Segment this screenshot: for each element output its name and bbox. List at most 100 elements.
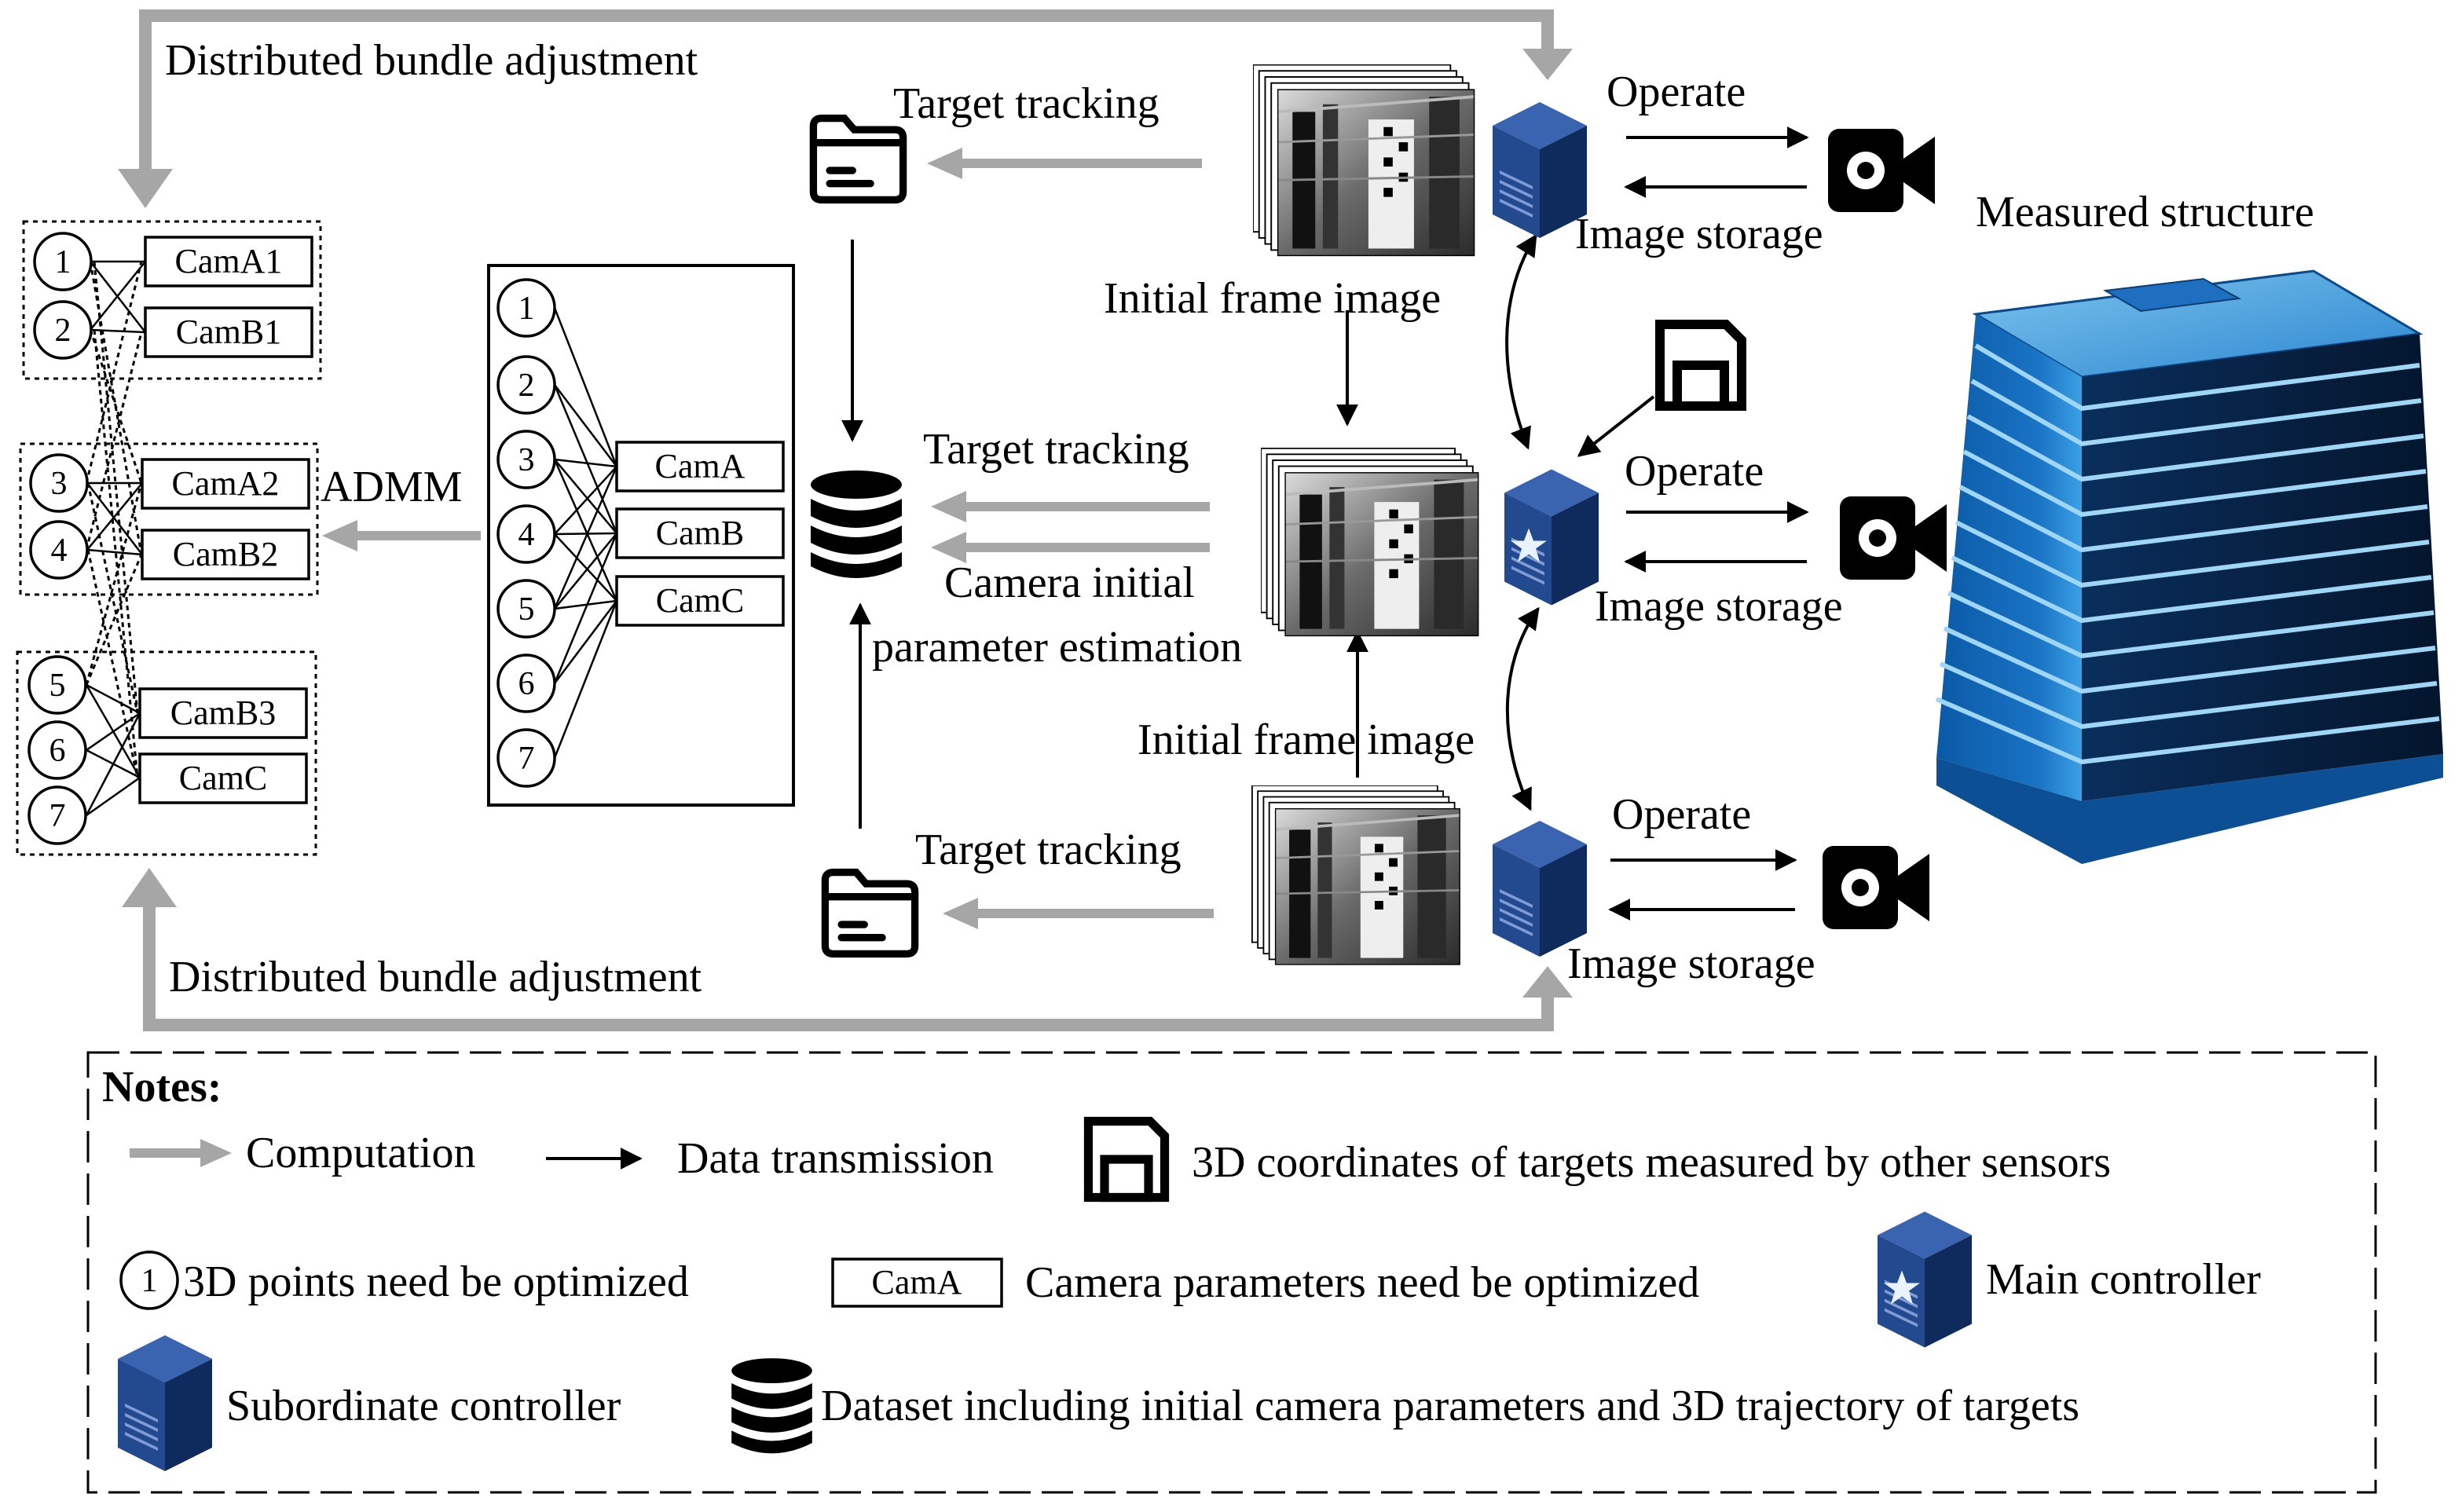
database-icon xyxy=(811,470,902,578)
cluster-1-points: 1 2 xyxy=(33,232,93,360)
point-marker xyxy=(27,785,87,845)
tt-top-label: Target tracking xyxy=(893,79,1160,128)
point-marker xyxy=(27,655,87,715)
cam-init-label-1: Camera initial xyxy=(944,558,1195,607)
computation-arrows xyxy=(118,9,1573,1031)
central-graph: 1 2 3 4 5 6 7 CamA CamB CamC xyxy=(487,264,795,807)
cam-box xyxy=(141,458,310,510)
cam-init-label-2: parameter estimation xyxy=(872,623,1242,672)
notes-box xyxy=(86,1051,2377,1494)
coords-legend-label: 3D coordinates of targets measured by ot… xyxy=(1192,1138,2111,1187)
point-label: 7 xyxy=(49,798,66,834)
diagram-labels: Distributed bundle adjustment Distribute… xyxy=(165,36,2314,1001)
point-label: 7 xyxy=(518,741,535,777)
point-marker xyxy=(496,579,556,639)
dba-top-arrow-head-right xyxy=(1522,49,1573,80)
point-label: 3 xyxy=(51,466,68,502)
point-marker xyxy=(496,728,556,788)
dba-top-arrow xyxy=(139,9,1554,181)
points-legend-label: 3D points need be optimized xyxy=(183,1258,689,1306)
cam-label: CamA1 xyxy=(175,242,283,280)
sub-legend-label: Subordinate controller xyxy=(226,1382,621,1430)
cam-box xyxy=(615,507,785,559)
dataset-legend-label: Dataset including initial camera paramet… xyxy=(821,1382,2079,1430)
cam-box xyxy=(138,752,308,804)
point-marker xyxy=(29,453,89,513)
cluster-3-points: 5 6 7 xyxy=(27,655,87,845)
point-label: 5 xyxy=(49,668,66,704)
point-label: 1 xyxy=(55,244,71,280)
photo-stack-mid xyxy=(1261,448,1478,636)
point-label: 4 xyxy=(51,533,68,569)
point-marker xyxy=(29,520,89,580)
central-cams: CamA CamB CamC xyxy=(615,441,785,627)
dba-bottom-arrow-head-up-right xyxy=(1522,966,1573,998)
point-label: 4 xyxy=(518,517,535,553)
cluster-3-box xyxy=(16,650,317,856)
folder-icon xyxy=(825,873,914,954)
storage-label-3: Image storage xyxy=(1567,939,1815,988)
camera-icon xyxy=(1840,496,1947,580)
cam-legend-symbol: CamA xyxy=(872,1263,962,1301)
ifi-bottom-label: Initial frame image xyxy=(1138,716,1475,764)
cam-box xyxy=(144,306,313,358)
cluster-2-cams: CamA2 CamB2 xyxy=(141,458,310,580)
subordinate-controller-icon xyxy=(1493,102,1587,238)
point-legend-marker xyxy=(119,1250,179,1310)
ifi-top-label: Initial frame image xyxy=(1104,274,1441,323)
subordinate-controller-icon xyxy=(1493,821,1587,957)
storage-label-2: Image storage xyxy=(1595,582,1843,631)
dba-bottom-label: Distributed bundle adjustment xyxy=(169,953,702,1001)
cams-legend-label: Camera parameters need be optimized xyxy=(1025,1258,1699,1307)
photo-stack-top xyxy=(1253,65,1475,257)
operate-label-3: Operate xyxy=(1612,790,1751,839)
cam-box xyxy=(144,236,313,287)
cam-label: CamB xyxy=(656,514,744,552)
point-label: 5 xyxy=(518,591,535,628)
point-marker xyxy=(33,300,93,360)
point-marker xyxy=(496,430,556,489)
cam-box xyxy=(615,441,785,492)
computation-legend-label: Computation xyxy=(246,1129,475,1177)
notes-title: Notes: xyxy=(102,1063,222,1111)
cam-label: CamA xyxy=(655,447,746,485)
point-label: 2 xyxy=(55,313,71,349)
tt-mid-label: Target tracking xyxy=(923,425,1189,474)
operate-label-2: Operate xyxy=(1625,447,1764,496)
point-marker xyxy=(33,232,93,291)
cam-label: CamB3 xyxy=(170,694,276,732)
point-legend-symbol: 1 xyxy=(141,1263,158,1299)
main-controller-icon xyxy=(1878,1212,1972,1348)
cam-label: CamC xyxy=(179,759,267,797)
cam-box xyxy=(141,529,310,580)
main-legend-label: Main controller xyxy=(1986,1255,2261,1304)
cluster-2-box xyxy=(19,442,319,596)
measured-structure-building xyxy=(1935,269,2443,864)
measured-structure-label: Measured structure xyxy=(1976,188,2314,236)
cluster-3-cams: CamB3 CamC xyxy=(138,687,308,804)
cluster-2-points: 3 4 xyxy=(29,453,89,580)
floppy-icon xyxy=(1088,1121,1164,1197)
cam-legend-box xyxy=(831,1258,1003,1308)
point-label: 6 xyxy=(49,733,66,769)
folder-icon xyxy=(813,119,903,200)
point-marker xyxy=(496,653,556,713)
point-marker xyxy=(496,355,556,415)
notes-legend: Notes: Computation Data transmission 3D … xyxy=(86,1051,2377,1494)
clusters: 1 2 CamA1 CamB1 3 4 CamA2 CamB2 5 6 xyxy=(16,220,322,856)
admm-label: ADMM xyxy=(321,463,462,511)
dba-top-label: Distributed bundle adjustment xyxy=(165,36,698,85)
point-label: 3 xyxy=(518,442,535,478)
central-points: 1 2 3 4 5 6 7 xyxy=(496,278,556,788)
cam-box xyxy=(138,687,308,739)
floppy-icon xyxy=(1660,324,1742,406)
point-marker xyxy=(496,504,556,564)
camera-icon xyxy=(1828,129,1935,212)
point-label: 2 xyxy=(518,368,535,404)
cam-label: CamB2 xyxy=(173,535,278,573)
dba-bottom-arrow xyxy=(143,895,1554,1031)
cam-label: CamC xyxy=(656,581,744,620)
operate-label-1: Operate xyxy=(1607,68,1746,116)
point-label: 6 xyxy=(518,666,535,702)
dba-top-arrow-head-down xyxy=(118,169,173,208)
